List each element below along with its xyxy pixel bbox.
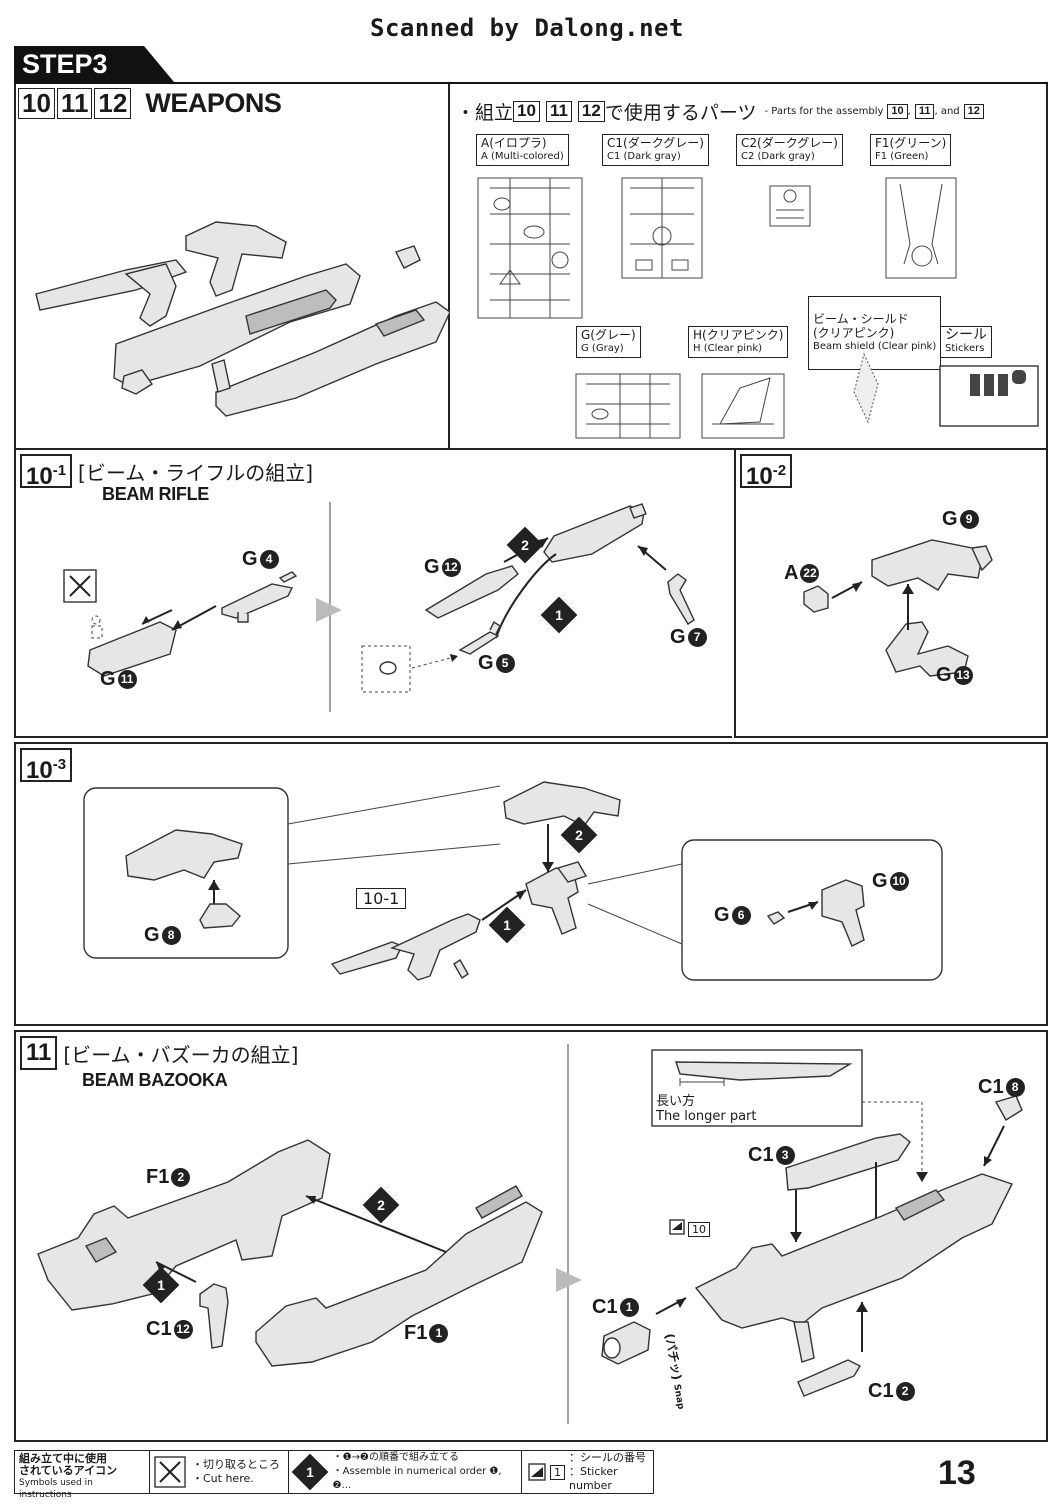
- sticker-icon: [528, 1463, 546, 1481]
- order-2-marker: 2: [362, 1186, 400, 1224]
- step-10-1-number: 10-1 [ビーム・ライフルの組立]: [20, 454, 314, 490]
- step-tab-shape: [14, 46, 174, 82]
- step-number-group: 10 11 12 WEAPONS: [18, 88, 282, 119]
- step-11-title-en: BEAM BAZOOKA: [82, 1070, 228, 1090]
- scan-credit: Scanned by Dalong.net: [370, 14, 684, 42]
- step-10-2-number: 10-2: [740, 454, 793, 490]
- parts-used-heading: ・組立 10 11 12 で使用するパーツ - Parts for the as…: [456, 98, 984, 125]
- order-1-marker: 1: [142, 1266, 180, 1304]
- order-2-marker: 2: [560, 816, 598, 854]
- beam-rifle-assembly-illustration: [63, 502, 695, 712]
- legend-title: 組み立て中に使用 されているアイコン Symbols used in instr…: [15, 1451, 150, 1500]
- runner-thumbnails: [477, 177, 1039, 439]
- legend-bar: 組み立て中に使用 されているアイコン Symbols used in instr…: [14, 1450, 654, 1500]
- parts-used-panel: ・組立 10 11 12 で使用するパーツ - Parts for the as…: [450, 84, 1048, 450]
- sticker-10-marker: 10: [688, 1222, 710, 1237]
- legend-order: 1 ・❶→❷の順番で組み立てる・Assemble in numerical or…: [289, 1451, 522, 1493]
- step-num-12: 12: [94, 88, 132, 119]
- step-title: WEAPONS: [145, 88, 282, 118]
- step-tab: STEP3: [14, 46, 194, 82]
- step-11-number: 11 [ビーム・バズーカの組立]: [20, 1036, 298, 1070]
- runner-label-a: A(イロプラ)A (Multi-colored): [476, 134, 569, 166]
- step-num-10: 10: [18, 88, 55, 119]
- step-10-1-title-en: BEAM RIFLE: [102, 484, 209, 504]
- beam-bazooka-assembly-illustration: [37, 1044, 1023, 1424]
- page-number: 13: [938, 1454, 976, 1492]
- ref-10-1: 10-1: [356, 888, 407, 909]
- order-1-marker: 1: [488, 906, 526, 944]
- step-num-11: 11: [56, 88, 93, 119]
- legend-cut: ・切り取るところ・Cut here.: [150, 1451, 289, 1493]
- step-10-3-number: 10-3: [20, 748, 73, 784]
- step-10-2-illustration: [803, 539, 993, 677]
- runner-label-beam-shield: ビーム・シールド (クリアピンク)Beam shield (Clear pink…: [808, 296, 942, 370]
- runner-label-h: H(クリアピンク)H (Clear pink): [688, 326, 789, 358]
- weapons-overview-panel: 10 11 12 WEAPONS: [14, 84, 451, 450]
- order-2-marker: 2: [506, 526, 544, 564]
- step-10-1-panel: 10-1 [ビーム・ライフルの組立] BEAM RIFLE: [14, 450, 732, 738]
- runner-label-g: G(グレー)G (Gray): [576, 326, 641, 358]
- header-rule: [14, 82, 1048, 84]
- step-label: STEP3: [22, 49, 108, 79]
- order-1-marker: 1: [540, 596, 578, 634]
- step-10-3-illustration: [83, 781, 943, 981]
- legend-sticker: 1 ：シールの番号：Sticker number: [522, 1451, 653, 1493]
- step-10-1-title: [ビーム・ライフルの組立]: [78, 460, 314, 485]
- runner-label-c2: C2(ダークグレー)C2 (Dark gray): [736, 134, 843, 166]
- cut-icon: [154, 1456, 186, 1488]
- weapons-overview-illustration: [35, 221, 451, 417]
- step-11-panel: 11 [ビーム・バズーカの組立] BEAM BAZOOKA: [14, 1030, 1048, 1442]
- sticker-number-box: 1: [550, 1464, 565, 1480]
- longer-part-note: 長い方 The longer part: [656, 1094, 757, 1124]
- runner-label-c1: C1(ダークグレー)C1 (Dark gray): [602, 134, 709, 166]
- runner-label-f1: F1(グリーン)F1 (Green): [870, 134, 952, 166]
- order-icon: 1: [291, 1453, 329, 1491]
- step-11-title: [ビーム・バズーカの組立]: [63, 1042, 299, 1067]
